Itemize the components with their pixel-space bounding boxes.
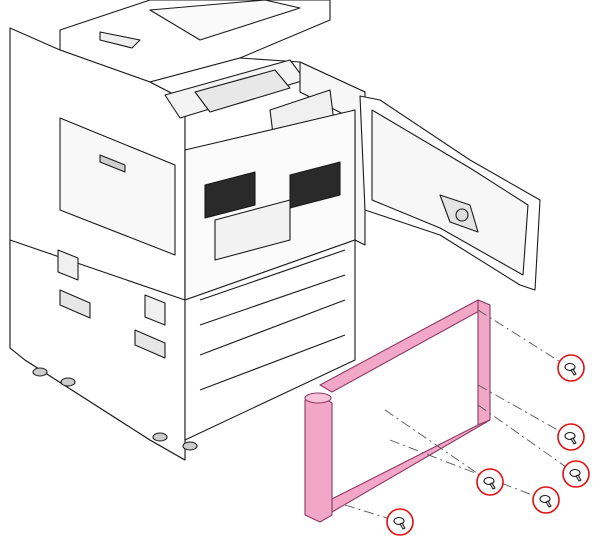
- caster-wheel-2: [60, 377, 76, 387]
- inner-module: [214, 199, 291, 261]
- screw-1: [557, 354, 585, 382]
- touch-screen: [194, 69, 291, 113]
- copier-body: [9, 0, 366, 461]
- drawer-rail-3: [199, 299, 346, 356]
- side-door-knob: [455, 208, 469, 222]
- leader-line-2: [477, 384, 571, 438]
- caster-wheel-3: [152, 432, 168, 442]
- screw-shaft: [570, 437, 577, 445]
- screw-shaft: [545, 500, 552, 508]
- screw-shaft: [399, 522, 406, 530]
- screw-5: [532, 486, 560, 514]
- caster-wheel-4: [182, 441, 198, 451]
- drawer-rail-2: [199, 274, 346, 326]
- screw-3: [562, 460, 590, 488]
- drawer-rail-4: [199, 334, 346, 391]
- leader-line-1: [477, 309, 571, 369]
- front-panel-frame: [304, 299, 491, 523]
- cabinet-latch-1: [57, 249, 79, 281]
- side-door-handle: [99, 154, 126, 173]
- toner-unit-right: [289, 161, 341, 209]
- output-tray: [149, 0, 301, 41]
- feeder-top-edge: [99, 31, 141, 49]
- screw-group: [386, 354, 590, 536]
- frame-bottom-bar: [319, 419, 491, 513]
- leader-line-4: [384, 409, 491, 483]
- screw-6: [386, 508, 414, 536]
- leader-line-5: [389, 439, 546, 501]
- screw-4: [476, 468, 504, 496]
- screw-shaft: [489, 482, 496, 490]
- cabinet-handle-1: [59, 289, 91, 319]
- screw-shaft: [570, 368, 577, 376]
- screw-shaft: [575, 474, 582, 482]
- open-side-door: [359, 95, 541, 291]
- side-door-inner: [371, 109, 529, 276]
- drawer-rail-1: [199, 249, 346, 301]
- left-side-door: [59, 117, 176, 256]
- cabinet-handle-2: [134, 329, 166, 359]
- toner-unit-left: [204, 171, 256, 219]
- frame-left-post: [304, 394, 333, 523]
- frame-left-post-top: [304, 392, 332, 404]
- screw-2: [557, 423, 585, 451]
- cabinet-latch-2: [144, 294, 166, 326]
- caster-wheel-1: [32, 367, 48, 377]
